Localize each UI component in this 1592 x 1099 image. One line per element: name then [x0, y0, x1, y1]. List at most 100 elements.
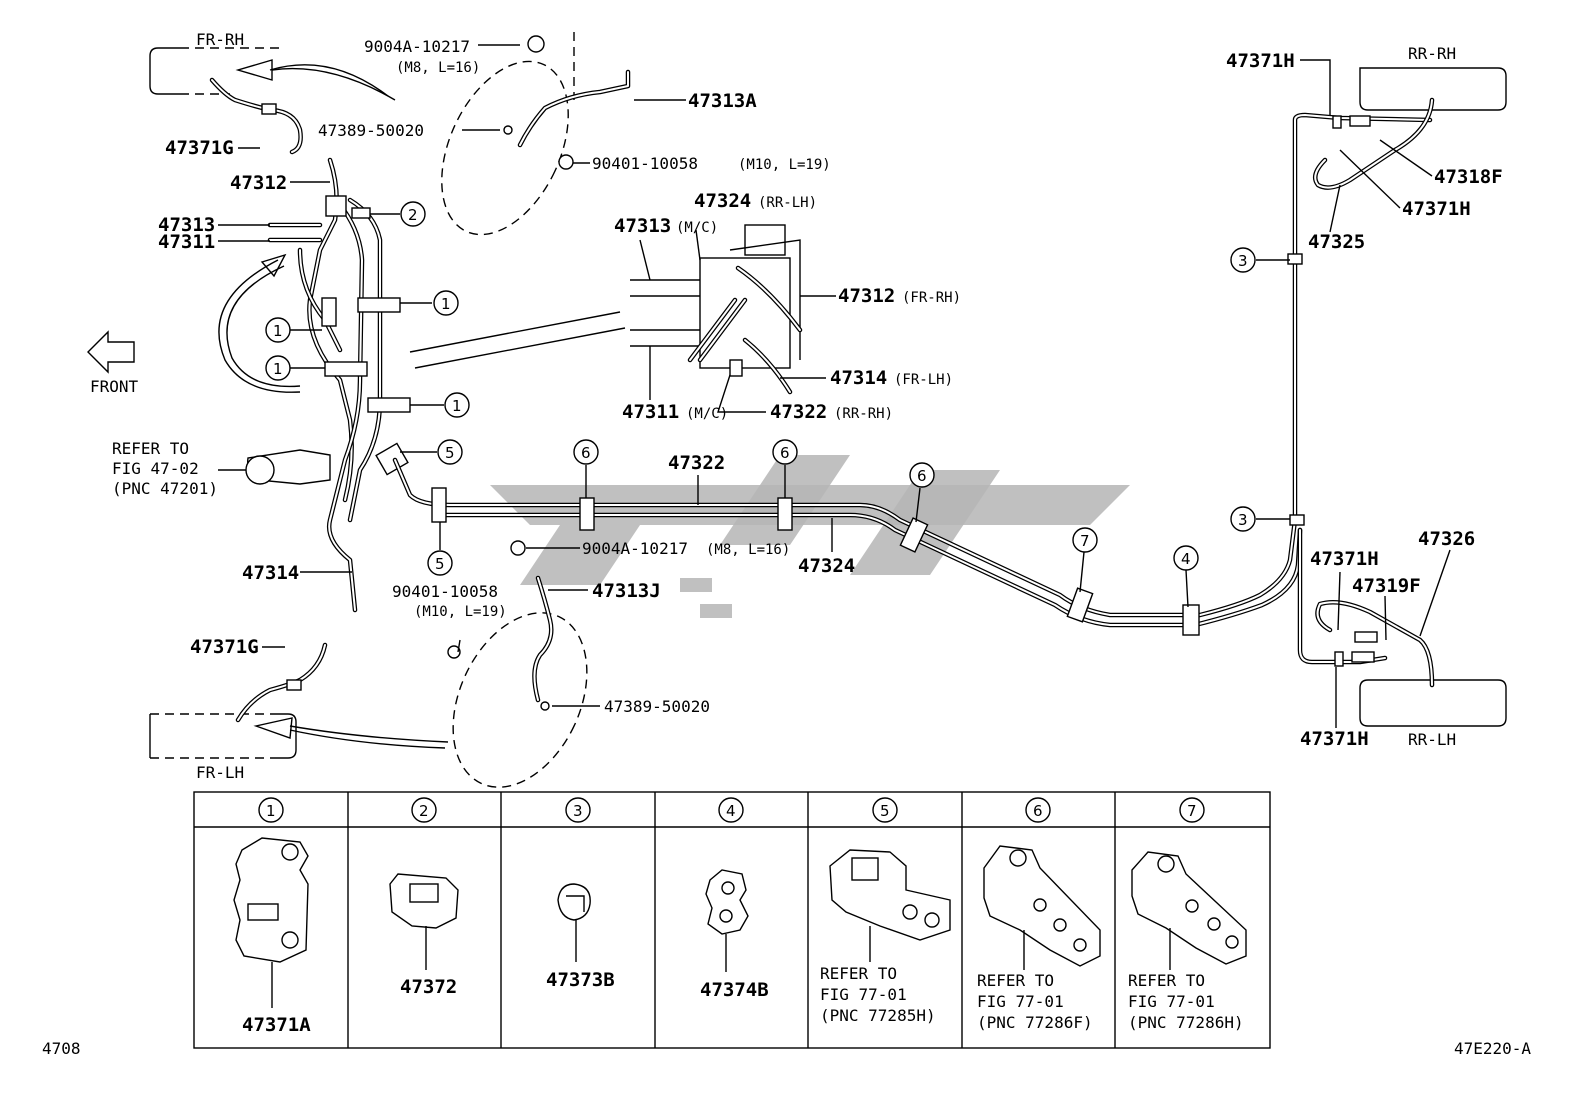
label-refer-mc-1: REFER TO	[112, 439, 189, 458]
label-90401-mid: 90401-10058	[392, 582, 498, 601]
legend-part-1: 47371A	[242, 1014, 311, 1036]
wheel-fr-lh: FR-LH	[149, 713, 297, 782]
clip-47373b-drawing	[557, 883, 591, 962]
label-47322-detail-note: (RR-RH)	[834, 406, 893, 422]
label-47313: 47313	[158, 214, 215, 236]
master-cylinder-detail	[630, 224, 803, 395]
master-cylinder-lines	[245, 157, 626, 613]
label-47313j: 47313J	[592, 580, 661, 602]
wheel-rr-rh: RR-RH	[1359, 44, 1507, 111]
legend-header-7: 7	[1187, 802, 1197, 820]
label-9004a-mid: 9004A-10217	[582, 539, 688, 558]
label-47371h-top: 47371H	[1226, 50, 1295, 72]
wheel-label-rr-rh: RR-RH	[1408, 44, 1456, 63]
label-47325: 47325	[1308, 231, 1365, 253]
label-47371h-mid: 47371H	[1310, 548, 1379, 570]
callout-4: 4	[1181, 550, 1191, 568]
label-47322-main: 47322	[668, 452, 725, 474]
clip-47371a-drawing	[233, 837, 309, 1008]
legend-header-6: 6	[1033, 802, 1043, 820]
label-9004a-top: 9004A-10217	[364, 37, 470, 56]
wheel-fr-rh: FR-RH	[149, 30, 284, 95]
legend-part-4: 47374B	[700, 979, 769, 1001]
label-90401-mid-spec: (M10, L=19)	[414, 604, 507, 620]
callout-1: 1	[273, 322, 283, 340]
label-refer-mc-2: FIG 47-02	[112, 459, 199, 478]
legend-part-6-line-2: FIG 77-01	[977, 992, 1064, 1011]
label-47389-bottom: 47389-50020	[604, 697, 710, 716]
clip-47374b-drawing	[705, 869, 749, 972]
fr-lh-hose	[235, 642, 328, 723]
label-47322-detail: 47322	[770, 401, 827, 423]
legend-part-5-line-1: REFER TO	[820, 964, 897, 983]
legend-part-2: 47372	[400, 976, 457, 998]
label-47318f: 47318F	[1434, 166, 1503, 188]
label-47311-detail: 47311	[622, 401, 679, 423]
label-47324-detail-note: (RR-LH)	[758, 195, 817, 211]
label-47314-detail-note: (FR-LH)	[894, 372, 953, 388]
label-47313-detail-note: (M/C)	[676, 220, 718, 236]
callout-2: 2	[408, 206, 418, 224]
legend-table: 1 2 3 4 5 6 7 47371A 47372 47373B	[193, 791, 1271, 1049]
label-47314-detail: 47314	[830, 367, 887, 389]
label-47371g-bottom: 47371G	[190, 636, 259, 658]
clip-77285h-drawing	[829, 849, 951, 962]
fr-rh-hose	[209, 77, 303, 155]
clip-77286f-drawing	[983, 845, 1101, 970]
legend-part-7-line-2: FIG 77-01	[1128, 992, 1215, 1011]
zoom-oval-bottom	[447, 540, 588, 788]
leader-lines	[218, 44, 1451, 728]
label-47324-detail: 47324	[694, 190, 751, 212]
label-47371h-right: 47371H	[1402, 198, 1471, 220]
label-47312-detail-note: (FR-RH)	[902, 290, 961, 306]
clip-77286h-drawing	[1131, 851, 1247, 970]
label-47311-detail-note: (M/C)	[686, 406, 728, 422]
label-9004a-mid-spec: (M8, L=16)	[706, 542, 790, 558]
label-47313a: 47313A	[688, 90, 757, 112]
callout-7: 7	[1080, 532, 1090, 550]
legend-header-3: 3	[573, 802, 583, 820]
front-arrow: FRONT	[87, 330, 139, 396]
label-47371g-top: 47371G	[165, 137, 234, 159]
legend-part-5-line-3: (PNC 77285H)	[820, 1006, 936, 1025]
label-47371h-bottom: 47371H	[1300, 728, 1369, 750]
main-rear-lines	[392, 97, 1435, 688]
legend-part-7-line-1: REFER TO	[1128, 971, 1205, 990]
legend-header-4: 4	[726, 802, 736, 820]
callout-3: 3	[1238, 252, 1248, 270]
label-47324-main: 47324	[798, 555, 855, 577]
label-9004a-top-spec: (M8, L=16)	[396, 60, 480, 76]
wheel-label-rr-lh: RR-LH	[1408, 730, 1456, 749]
label-47313-detail: 47313	[614, 215, 671, 237]
callout-6: 6	[780, 444, 790, 462]
legend-part-3: 47373B	[546, 969, 615, 991]
callout-1: 1	[452, 397, 462, 415]
callout-circles: 2 1 1 1 1 5 5 6 6 6 7 4 3 3	[265, 201, 1256, 576]
legend-header-5: 5	[880, 802, 890, 820]
label-90401-top-spec: (M10, L=19)	[738, 157, 831, 173]
label-47314-main: 47314	[242, 562, 299, 584]
callout-6: 6	[581, 444, 591, 462]
legend-header-2: 2	[419, 802, 429, 820]
wheel-label-fr-lh: FR-LH	[196, 763, 244, 782]
part-labels: 9004A-10217 (M8, L=16) 47313A 47389-5002…	[112, 37, 1503, 750]
label-47312-detail: 47312	[838, 285, 895, 307]
label-47311: 47311	[158, 231, 215, 253]
callout-1: 1	[441, 295, 451, 313]
callout-3: 3	[1238, 511, 1248, 529]
front-label: FRONT	[90, 377, 139, 396]
callout-6: 6	[917, 467, 927, 485]
diagram-code: 47E220-A	[1454, 1039, 1531, 1058]
label-90401-top: 90401-10058	[592, 154, 698, 173]
view-arrows	[218, 59, 449, 749]
legend-part-6-line-1: REFER TO	[977, 971, 1054, 990]
legend-part-6-line-3: (PNC 77286F)	[977, 1013, 1093, 1032]
wheel-label-fr-rh: FR-RH	[196, 30, 244, 49]
label-47312: 47312	[230, 172, 287, 194]
legend-part-7-line-3: (PNC 77286H)	[1128, 1013, 1244, 1032]
legend-part-5-line-2: FIG 77-01	[820, 985, 907, 1004]
zoom-oval-top	[441, 32, 631, 236]
page-number: 4708	[42, 1039, 81, 1058]
label-47389-top: 47389-50020	[318, 121, 424, 140]
